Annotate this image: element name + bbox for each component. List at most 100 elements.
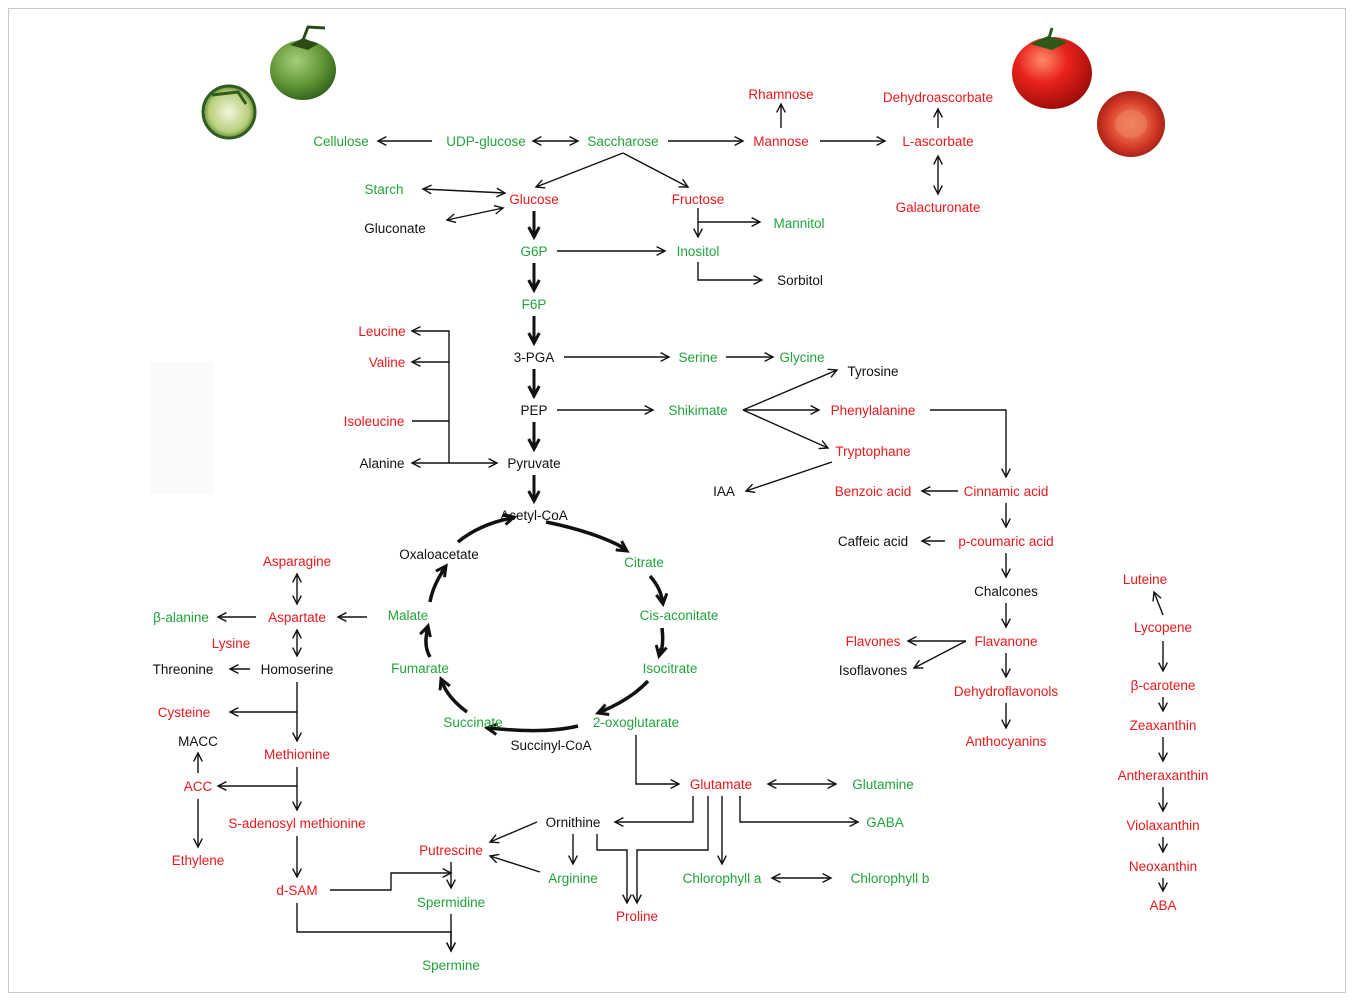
pathway-arrow — [726, 352, 775, 362]
pathway-arrow — [419, 622, 432, 638]
figure-frame — [8, 8, 1346, 993]
node-beta-carotene: β-carotene — [1131, 678, 1196, 693]
pathway-arrow — [743, 405, 821, 415]
node-flavones: Flavones — [846, 634, 901, 649]
pathway-arrow — [595, 703, 610, 716]
pathway-arrow — [697, 262, 764, 285]
node-glutamate: Glutamate — [690, 777, 752, 792]
node-inositol: Inositol — [677, 244, 720, 259]
pathway-arrow — [1001, 503, 1011, 529]
node-dehydroflavonols: Dehydroflavonols — [954, 684, 1059, 699]
node-starch: Starch — [364, 182, 403, 197]
node-shikimate: Shikimate — [668, 403, 727, 418]
pathway-arrow — [596, 834, 632, 905]
pathway-arrow — [410, 326, 450, 463]
node-glucose: Glucose — [509, 192, 559, 207]
node-zeaxanthin: Zeaxanthin — [1130, 718, 1197, 733]
node-citrate: Citrate — [624, 555, 664, 570]
background-shade — [150, 362, 214, 494]
pathway-arrow — [613, 796, 694, 827]
pathway-arrow — [1001, 653, 1011, 679]
pathway-arrow — [1158, 837, 1168, 854]
pathway-arrow — [376, 136, 432, 146]
node-mannitol: Mannitol — [773, 216, 824, 231]
pathway-arrow — [930, 409, 1011, 479]
pathway-arrows — [193, 102, 1168, 953]
node-ornithine: Ornithine — [546, 815, 601, 830]
pathway-arrow — [216, 612, 256, 622]
node-valine: Valine — [369, 355, 406, 370]
pathway-arrow — [527, 422, 541, 453]
pathway-arrow — [438, 676, 451, 691]
node-sorbitol: Sorbitol — [777, 273, 823, 288]
node-leucine: Leucine — [358, 324, 405, 339]
node-luteine: Luteine — [1123, 572, 1167, 587]
node-isoflavones: Isoflavones — [839, 663, 908, 678]
node-s-adenosyl-methionine: S-adenosyl methionine — [228, 816, 365, 831]
pathway-arrow — [635, 735, 681, 789]
node-neoxanthin: Neoxanthin — [1129, 859, 1197, 874]
node-cysteine: Cysteine — [158, 705, 211, 720]
pathway-arrow — [717, 796, 727, 866]
node-homoserine: Homoserine — [261, 662, 334, 677]
pathway-arrow — [622, 152, 690, 188]
pathway-arrow — [228, 707, 297, 717]
pathway-arrow — [410, 357, 449, 367]
node-aba: ABA — [1149, 898, 1176, 913]
pathway-arrow — [1158, 737, 1168, 763]
node-succinyl-coa: Succinyl-CoA — [510, 738, 591, 753]
pathway-arrow — [632, 796, 709, 905]
pathway-arrow — [906, 636, 966, 646]
pathway-arrow — [445, 204, 505, 224]
pathway-arrow — [742, 409, 830, 450]
pathway-arrow — [193, 751, 203, 773]
pathway-arrow — [770, 873, 833, 883]
node-udp-glucose: UDP-glucose — [446, 134, 526, 149]
node-antheraxanthin: Antheraxanthin — [1118, 768, 1209, 783]
pathway-arrow — [336, 612, 367, 622]
node-acetyl-coa: Acetyl-CoA — [500, 508, 568, 523]
node-flavanone: Flavanone — [974, 634, 1037, 649]
pathway-arrow — [531, 136, 580, 146]
pathway-arrow — [446, 914, 456, 953]
red-tomato-icon — [1012, 27, 1165, 157]
pathway-arrow — [1158, 787, 1168, 813]
pathway-arrow — [527, 316, 541, 347]
pathway-arrow — [564, 352, 671, 362]
node-aspartate: Aspartate — [268, 610, 326, 625]
pathway-arrow — [933, 107, 943, 128]
pathway-arrow — [193, 799, 203, 849]
pathway-arrow — [615, 540, 630, 553]
pathway-arrow — [1158, 697, 1168, 713]
node-isoleucine: Isoleucine — [344, 414, 405, 429]
pathway-arrow — [483, 722, 499, 736]
node-pyruvate: Pyruvate — [507, 456, 560, 471]
node-caffeic-acid: Caffeic acid — [838, 534, 908, 549]
node-isocitrate: Isocitrate — [643, 661, 698, 676]
pathway-arrow — [488, 853, 541, 873]
pathway-arrow — [446, 862, 456, 890]
pathway-arrow — [668, 136, 745, 146]
pathway-arrow — [1158, 641, 1168, 673]
pathway-arrow — [435, 563, 448, 578]
node-cis-aconitate: Cis-aconitate — [640, 608, 719, 623]
pathway-arrow — [410, 458, 499, 468]
node-benzoic-acid: Benzoic acid — [835, 484, 912, 499]
node-l-ascorbate: L-ascorbate — [902, 134, 973, 149]
pathway-arrow — [920, 536, 945, 546]
node-p-coumaric-acid: p-coumaric acid — [958, 534, 1053, 549]
pathway-arrow — [820, 136, 887, 146]
tca-cycle-arrow — [489, 724, 579, 733]
node-dehydroascorbate: Dehydroascorbate — [883, 90, 993, 105]
pathway-arrow — [933, 154, 943, 196]
node-spermidine: Spermidine — [417, 895, 485, 910]
pathway-arrow — [742, 368, 839, 411]
node-oxoglutarate: 2-oxoglutarate — [593, 715, 679, 730]
node-threonine: Threonine — [153, 662, 214, 677]
pathway-arrow — [228, 664, 250, 674]
node-malate: Malate — [388, 608, 429, 623]
node-spermine: Spermine — [422, 958, 480, 973]
pathway-arrow — [421, 184, 507, 198]
node-fructose: Fructose — [672, 192, 725, 207]
